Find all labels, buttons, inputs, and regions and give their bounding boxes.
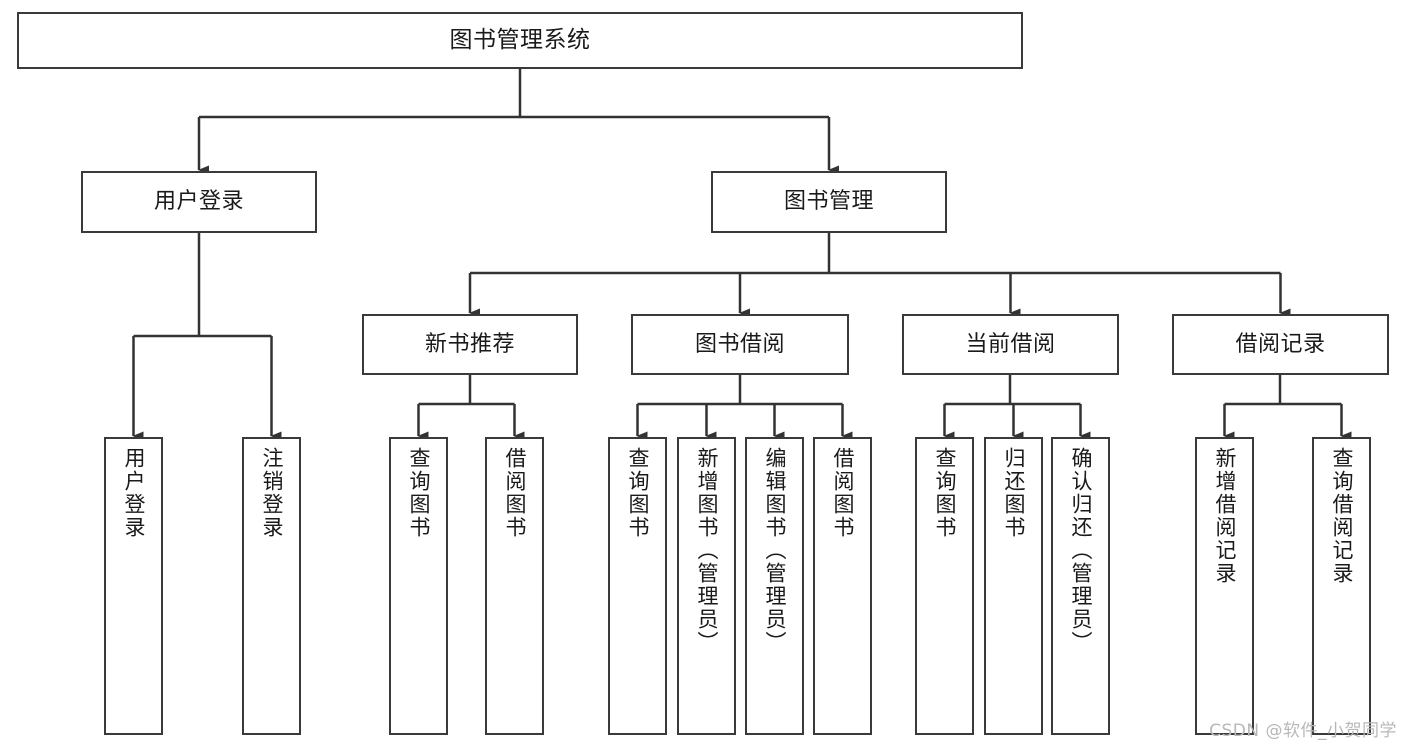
node-label: 注销登录	[260, 447, 284, 539]
node-label: 图书管理	[783, 189, 874, 215]
node-book-manage[interactable]: 图书管理	[711, 171, 947, 233]
node-leaf-add-book[interactable]: 新增图书（管理员）	[677, 437, 736, 735]
node-label: 用户登录	[122, 447, 146, 539]
node-leaf-confirm-return[interactable]: 确认归还（管理员）	[1051, 437, 1110, 735]
node-new-book-rec[interactable]: 新书推荐	[362, 314, 578, 375]
node-label: 新增借阅记录	[1213, 447, 1237, 585]
node-leaf-user-login[interactable]: 用户登录	[104, 437, 163, 735]
node-label: 查询图书	[407, 447, 431, 539]
node-leaf-borrow-book-1[interactable]: 借阅图书	[485, 437, 544, 735]
node-label: 图书借阅	[694, 331, 785, 357]
node-book-borrow[interactable]: 图书借阅	[631, 314, 849, 375]
node-label: 查询图书	[933, 447, 957, 539]
node-label: 查询借阅记录	[1330, 447, 1354, 585]
node-leaf-query-book-2[interactable]: 查询图书	[608, 437, 667, 735]
node-label: 用户登录	[153, 189, 244, 215]
node-leaf-query-book-3[interactable]: 查询图书	[915, 437, 974, 735]
node-user-login[interactable]: 用户登录	[81, 171, 317, 233]
node-label: 归还图书	[1002, 447, 1026, 539]
node-label: 查询图书	[626, 447, 650, 539]
node-label: 图书管理系统	[449, 26, 591, 53]
node-label: 借阅图书	[831, 447, 855, 539]
node-leaf-borrow-book-2[interactable]: 借阅图书	[813, 437, 872, 735]
node-leaf-query-book-1[interactable]: 查询图书	[389, 437, 448, 735]
node-leaf-edit-book[interactable]: 编辑图书（管理员）	[745, 437, 804, 735]
node-current-borrow[interactable]: 当前借阅	[902, 314, 1119, 375]
node-leaf-return-book[interactable]: 归还图书	[984, 437, 1043, 735]
node-root[interactable]: 图书管理系统	[17, 12, 1023, 69]
node-label: 编辑图书（管理员）	[763, 447, 787, 654]
node-borrow-record[interactable]: 借阅记录	[1172, 314, 1389, 375]
node-label: 确认归还（管理员）	[1069, 447, 1093, 654]
node-label: 当前借阅	[965, 331, 1056, 357]
node-label: 新书推荐	[424, 331, 515, 357]
node-leaf-logout[interactable]: 注销登录	[242, 437, 301, 735]
node-label: 新增图书（管理员）	[695, 447, 719, 654]
node-label: 借阅图书	[503, 447, 527, 539]
node-leaf-query-record[interactable]: 查询借阅记录	[1312, 437, 1371, 735]
node-label: 借阅记录	[1235, 331, 1326, 357]
node-leaf-add-record[interactable]: 新增借阅记录	[1195, 437, 1254, 735]
